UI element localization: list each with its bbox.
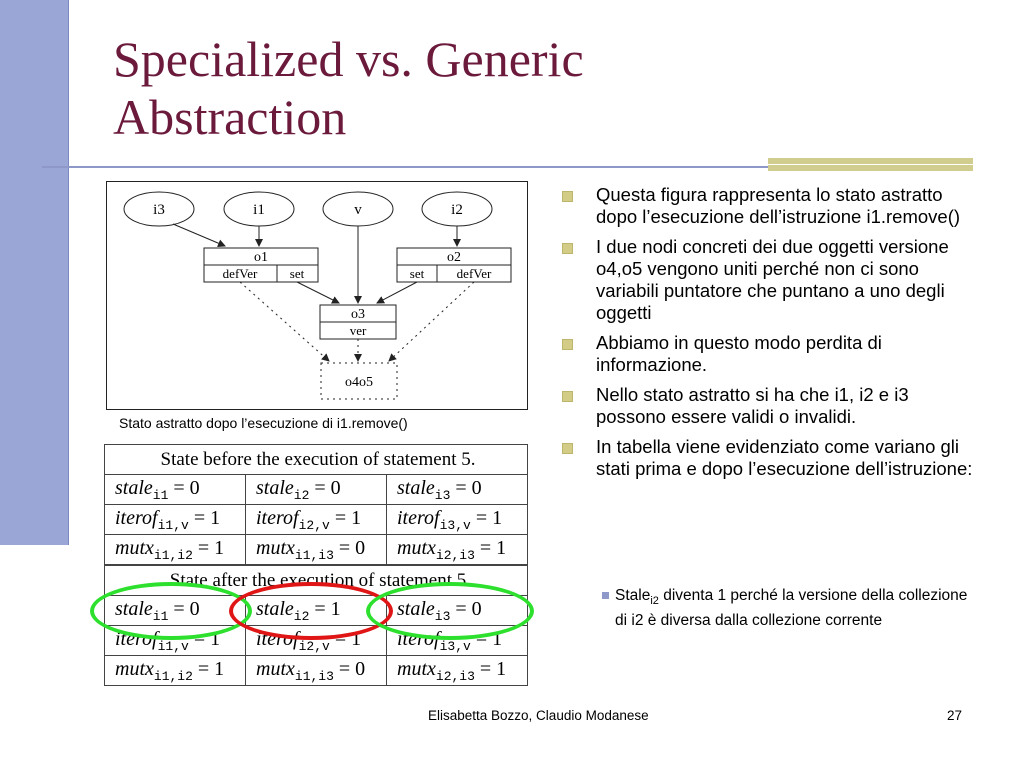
table-cell: iterofi2,v = 1 (245, 504, 387, 535)
list-item: Questa figura rappresenta lo stato astra… (558, 184, 978, 228)
state-table-before: State before the execution of statement … (104, 444, 528, 565)
title-accent-bar (768, 158, 973, 178)
bullet-square-icon (562, 339, 573, 350)
left-decoration-bar (0, 0, 68, 545)
list-item: In tabella viene evidenziato come varian… (558, 436, 978, 480)
table-cell: stalei2 = 0 (245, 474, 387, 505)
page-number: 27 (947, 708, 963, 723)
node-i1-label: i1 (253, 202, 265, 218)
title-divider (42, 166, 972, 168)
table-cell: mutxi1,i2 = 1 (104, 534, 246, 565)
list-item: Nello stato astratto si ha che i1, i2 e … (558, 384, 978, 428)
left-bar-edge (68, 0, 69, 545)
node-i3-label: i3 (153, 202, 165, 218)
node-o3-label: o3 (351, 307, 365, 322)
node-o4o5-label: o4o5 (345, 375, 373, 390)
node-o1-label: o1 (254, 250, 268, 265)
highlight-stale-i1 (90, 582, 252, 640)
bullet-square-icon (562, 391, 573, 402)
node-o2-label: o2 (447, 250, 461, 265)
table-row: mutxi1,i2 = 1 mutxi1,i3 = 0 mutxi2,i3 = … (104, 534, 528, 565)
title-line-1: Specialized vs. Generic (113, 31, 584, 87)
table-cell: iterofi1,v = 1 (104, 504, 246, 535)
node-i2-label: i2 (451, 202, 463, 218)
bullet-square-icon (562, 191, 573, 202)
table-row: mutxi1,i2 = 1 mutxi1,i3 = 0 mutxi2,i3 = … (104, 655, 528, 686)
table-row: stalei1 = 0 stalei2 = 0 stalei3 = 0 (104, 474, 528, 505)
table-cell: mutxi2,i3 = 1 (386, 534, 528, 565)
table-row: iterofi1,v = 1 iterofi2,v = 1 iterofi3,v… (104, 504, 528, 535)
o2-field-set: set (410, 266, 425, 281)
sub-bullet-item: Stalei2 diventa 1 perché la versione del… (602, 586, 970, 631)
list-item: I due nodi concreti dei due oggetti vers… (558, 236, 978, 324)
o2-field-defver: defVer (457, 266, 492, 281)
table-cell: mutxi1,i2 = 1 (104, 655, 246, 686)
bullet-square-icon (562, 443, 573, 454)
table-cell: iterofi3,v = 1 (386, 504, 528, 535)
table-cell: mutxi1,i3 = 0 (245, 655, 387, 686)
title-line-2: Abstraction (113, 89, 347, 145)
footer-authors: Elisabetta Bozzo, Claudio Modanese (428, 708, 649, 723)
sub-bullet-square-icon (602, 592, 609, 599)
bullet-square-icon (562, 243, 573, 254)
slide-title: Specialized vs. Generic Abstraction (113, 30, 584, 146)
table-cell: stalei3 = 0 (386, 474, 528, 505)
list-item: Abbiamo in questo modo perdita di inform… (558, 332, 978, 376)
bullet-list: Questa figura rappresenta lo stato astra… (558, 184, 978, 488)
node-o4o5 (320, 362, 398, 400)
figure-caption: Stato astratto dopo l’esecuzione di i1.r… (119, 415, 408, 431)
node-i3 (123, 191, 195, 227)
o1-field-set: set (290, 266, 305, 281)
table-cell: stalei1 = 0 (104, 474, 246, 505)
o1-field-defver: defVer (223, 266, 258, 281)
node-v-label: v (354, 202, 362, 218)
table-header: State before the execution of statement … (104, 444, 528, 475)
o3-field-ver: ver (350, 323, 367, 338)
table-cell: mutxi2,i3 = 1 (386, 655, 528, 686)
table-cell: mutxi1,i3 = 0 (245, 534, 387, 565)
graph-svg: i3 i1 v i2 o1 defVer set o2 set defVer o… (123, 191, 512, 400)
highlight-stale-i3 (366, 582, 534, 640)
abstract-state-graph: i3 i1 v i2 o1 defVer set o2 set defVer o… (106, 181, 528, 410)
